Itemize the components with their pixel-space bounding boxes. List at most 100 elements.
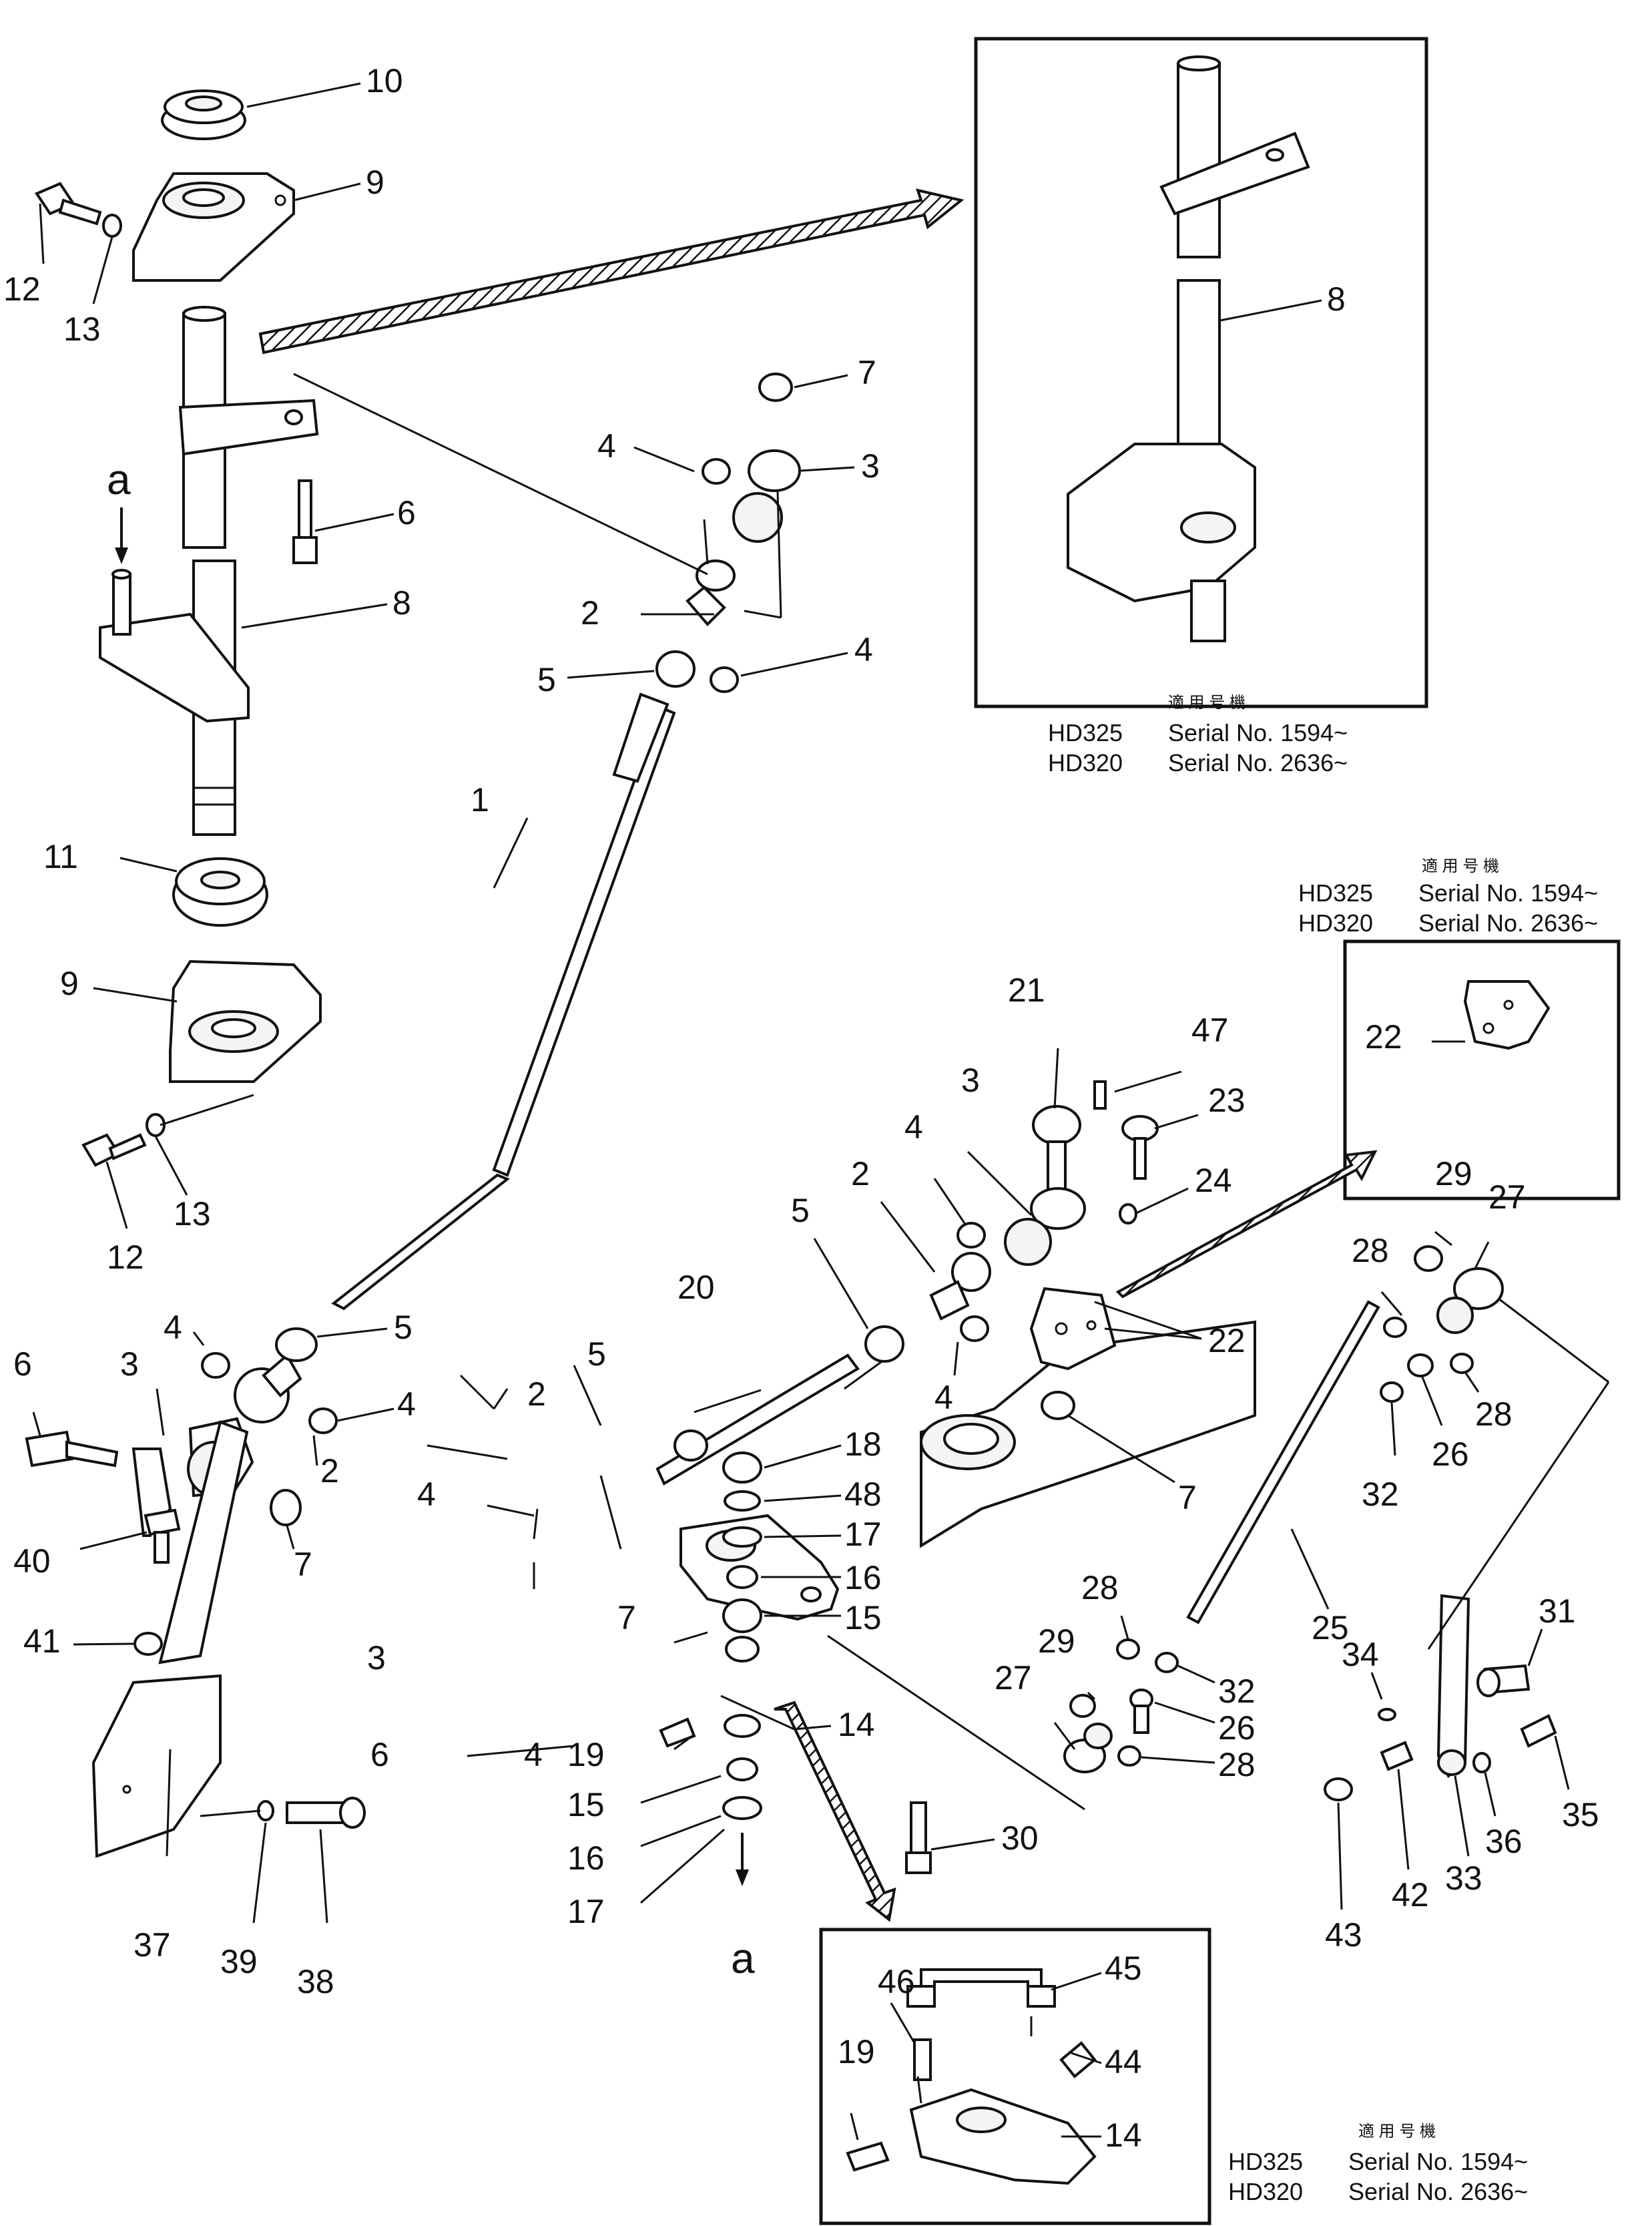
callout-6-center: 6 xyxy=(370,1736,389,1773)
model-hd325: HD325 xyxy=(1228,2148,1303,2175)
model-hd320: HD320 xyxy=(1048,749,1123,776)
nut-part-4-right xyxy=(956,1222,989,1342)
bracket-part-9-top xyxy=(132,172,295,282)
nut-part-7-lower xyxy=(270,1489,302,1526)
callout-6-upper: 6 xyxy=(397,494,416,531)
callout-4-left: 4 xyxy=(164,1309,182,1346)
washer-part-36 xyxy=(1472,1752,1491,1773)
bolt-part-40 xyxy=(144,1508,181,1564)
callout-47: 47 xyxy=(1191,1012,1229,1049)
rod-part-1 xyxy=(331,692,676,1311)
callout-22-main: 22 xyxy=(1208,1322,1246,1359)
nut-part-28-upper xyxy=(1383,1317,1474,1374)
callout-21: 21 xyxy=(1008,971,1045,1009)
callout-13-lower: 13 xyxy=(174,1195,211,1233)
nut-part-7-right xyxy=(1041,1391,1075,1420)
callout-12-lower: 12 xyxy=(107,1239,144,1276)
callout-39: 39 xyxy=(220,1943,258,1980)
ball-joint-part-3-right xyxy=(1004,1187,1086,1266)
rod-end-part-2-right xyxy=(929,1252,991,1321)
serial-hd320: Serial No. 2636~ xyxy=(1418,909,1598,937)
callout-labels: 10 9 12 13 6 8 11 9 12 13 7 4 3 2 4 5 1 … xyxy=(3,62,1599,2154)
nut-part-7-center xyxy=(673,1429,708,1462)
bolt-part-42 xyxy=(1380,1741,1414,1771)
pin-part-34 xyxy=(1378,1708,1396,1721)
callout-4-right-bottom: 4 xyxy=(934,1379,953,1416)
model-hd325: HD325 xyxy=(1048,719,1123,746)
rod-part-20 xyxy=(655,1353,860,1486)
ball-joint-part-27-upper xyxy=(1436,1267,1504,1334)
callout-17-top: 17 xyxy=(844,1516,882,1553)
callout-28-bottom: 28 xyxy=(1218,1746,1256,1783)
callout-5-left: 5 xyxy=(394,1309,412,1346)
lever-part-33 xyxy=(1436,1594,1470,1779)
marker-a-bottom: a xyxy=(731,1934,755,1982)
callout-11: 11 xyxy=(43,838,78,875)
inset-frame-grease xyxy=(819,1928,1211,2225)
bolt-part-6-lower xyxy=(25,1430,119,1468)
direction-arrow-right xyxy=(1115,1150,1378,1299)
model-hd320: HD320 xyxy=(1298,909,1373,937)
nut-part-7-upper xyxy=(758,373,793,402)
callout-4-center: 4 xyxy=(417,1476,436,1513)
callout-42: 42 xyxy=(1392,1876,1429,1914)
rod-end-part-2-upper xyxy=(685,560,736,626)
callout-14: 14 xyxy=(838,1706,875,1743)
callout-4-center-b: 4 xyxy=(524,1736,543,1773)
circlip-part-24 xyxy=(1119,1203,1137,1225)
callout-32-bottom: 32 xyxy=(1218,1673,1256,1710)
callout-46: 46 xyxy=(878,1963,915,2000)
callout-48: 48 xyxy=(844,1476,882,1513)
leader-lines xyxy=(32,82,1610,2141)
callout-6-left: 6 xyxy=(13,1345,32,1383)
callout-4-right-top: 4 xyxy=(904,1108,923,1146)
spacer-part-5-upper xyxy=(655,650,696,688)
model-hd325: HD325 xyxy=(1298,879,1373,907)
nut-part-4-upper xyxy=(702,458,739,693)
washer-part-13-top xyxy=(102,214,122,238)
callout-8-inset: 8 xyxy=(1327,280,1346,318)
upper-shaft-part-8 xyxy=(178,306,319,549)
washer-part-39 xyxy=(257,1800,274,1821)
serial-hd325: Serial No. 1594~ xyxy=(1418,879,1598,907)
bolt-part-23 xyxy=(1121,1115,1159,1180)
callout-29-top: 29 xyxy=(1435,1155,1472,1192)
washer-stack-parts-15-16-17-18-48 xyxy=(722,1452,762,1820)
model-hd320: HD320 xyxy=(1228,2178,1303,2205)
serial-hd320: Serial No. 2636~ xyxy=(1168,749,1348,776)
tie-rod-part-25 xyxy=(1186,1300,1380,1624)
callout-40: 40 xyxy=(13,1542,51,1580)
callout-28-right: 28 xyxy=(1475,1395,1512,1433)
nut-part-29-upper xyxy=(1414,1245,1443,1272)
inset-shaft-drawing xyxy=(1067,55,1310,642)
inset-grease-drawing xyxy=(846,1968,1097,2185)
callout-2-top: 2 xyxy=(581,594,599,632)
steering-arm-housing xyxy=(920,1320,1256,1548)
bolt-part-35 xyxy=(1520,1714,1557,1748)
serial-hd325: Serial No. 1594~ xyxy=(1168,719,1348,746)
applicability-note-2: 適 用 号 機 HD325 Serial No. 1594~ HD320 Ser… xyxy=(1298,857,1598,937)
callout-32-top: 32 xyxy=(1362,1476,1399,1513)
spacer-part-5-right xyxy=(864,1325,904,1363)
callout-5-center: 5 xyxy=(587,1335,606,1373)
bracket-part-22 xyxy=(1029,1287,1117,1371)
callout-17-bottom: 17 xyxy=(567,1893,605,1930)
serial-hd320: Serial No. 2636~ xyxy=(1348,2178,1528,2205)
direction-arrow-upper xyxy=(258,188,965,355)
bolt-part-31 xyxy=(1476,1664,1531,1697)
callout-16-top: 16 xyxy=(844,1559,882,1596)
pin-part-47 xyxy=(1093,1080,1107,1110)
applicability-heading: 適 用 号 機 xyxy=(1168,694,1246,712)
callout-30: 30 xyxy=(1001,1819,1039,1857)
callout-3-center: 3 xyxy=(367,1639,386,1677)
bolt-part-6-upper xyxy=(292,479,318,564)
lower-shaft-part-8 xyxy=(99,560,250,836)
callout-22-inset: 22 xyxy=(1365,1018,1402,1056)
callout-2-center: 2 xyxy=(527,1375,546,1413)
bolt-part-12-lower xyxy=(81,1133,147,1167)
callout-2-right: 2 xyxy=(851,1155,870,1192)
callout-9-top: 9 xyxy=(366,164,384,201)
stud-part-26-upper xyxy=(1407,1353,1434,1377)
callout-26-bottom: 26 xyxy=(1218,1709,1256,1747)
